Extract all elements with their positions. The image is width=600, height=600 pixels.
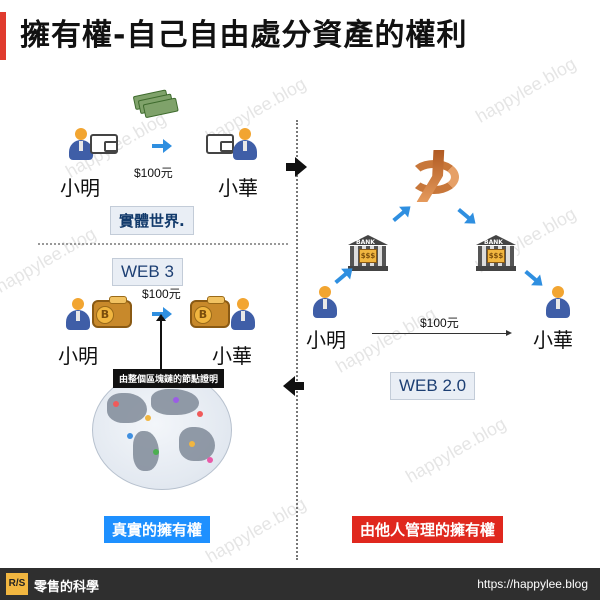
brand-logo: R/S: [6, 573, 28, 595]
person-icon: [230, 298, 256, 332]
web2-label: WEB 2.0: [390, 372, 476, 400]
person-icon: [68, 128, 94, 162]
wallet-icon: [206, 134, 234, 154]
brand-name: 零售的科學: [34, 580, 100, 595]
web3-label: WEB 3: [112, 258, 183, 286]
bank-icon: BANK$$$: [476, 235, 516, 273]
coinbase-icon: [405, 150, 463, 202]
direct-transfer-arrow-icon: [372, 330, 512, 336]
web2-amount: $100元: [420, 316, 459, 330]
watermark: happylee.blog: [202, 493, 310, 567]
page-title: 擁有權-自己自由處分資產的權利: [20, 18, 468, 53]
web2-sender-name: 小明: [306, 328, 346, 352]
transfer-arrow-icon: [152, 139, 172, 153]
vertical-divider: [296, 120, 298, 560]
sender-name: 小明: [60, 176, 100, 200]
flow-arrow-icon: [334, 271, 348, 285]
amount-label: $100元: [134, 166, 173, 180]
watermark: happylee.blog: [402, 413, 510, 487]
title-accent-bar: [0, 12, 6, 60]
forward-arrow-icon: [286, 157, 307, 177]
flow-arrow-icon: [524, 269, 538, 283]
gold-wallet-icon: B: [190, 296, 230, 328]
web3-amount: $100元: [142, 287, 181, 301]
horizontal-divider: [38, 243, 288, 245]
person-icon: [232, 128, 258, 162]
site-url[interactable]: https://happylee.blog: [477, 577, 588, 591]
receiver-name: 小華: [218, 176, 258, 200]
real-world-label: 實體世界.: [110, 206, 194, 235]
web2-banner: 由他人管理的擁有權: [352, 516, 504, 543]
footer-bar: R/S 零售的科學 https://happylee.blog: [0, 568, 600, 600]
watermark: happylee.blog: [472, 53, 580, 127]
bank-icon: BANK$$$: [348, 235, 388, 273]
web3-receiver-name: 小華: [212, 344, 252, 368]
flow-arrow-icon: [457, 207, 471, 221]
person-icon: [312, 286, 338, 320]
person-icon: [65, 298, 91, 332]
person-icon: [545, 286, 571, 320]
web2-receiver-name: 小華: [533, 328, 573, 352]
blockchain-proof-callout: 由整個區塊鏈的節點證明: [113, 369, 225, 388]
back-arrow-icon: [283, 376, 304, 396]
wallet-icon: [90, 134, 118, 154]
web3-banner: 真實的擁有權: [104, 516, 211, 543]
watermark: happylee.blog: [0, 223, 100, 297]
gold-wallet-icon: B: [92, 296, 132, 328]
flow-arrow-icon: [392, 209, 406, 223]
web3-sender-name: 小明: [58, 344, 98, 368]
money-icon: [132, 88, 179, 122]
globe-icon: [92, 370, 232, 490]
proof-pointer: [156, 314, 166, 370]
